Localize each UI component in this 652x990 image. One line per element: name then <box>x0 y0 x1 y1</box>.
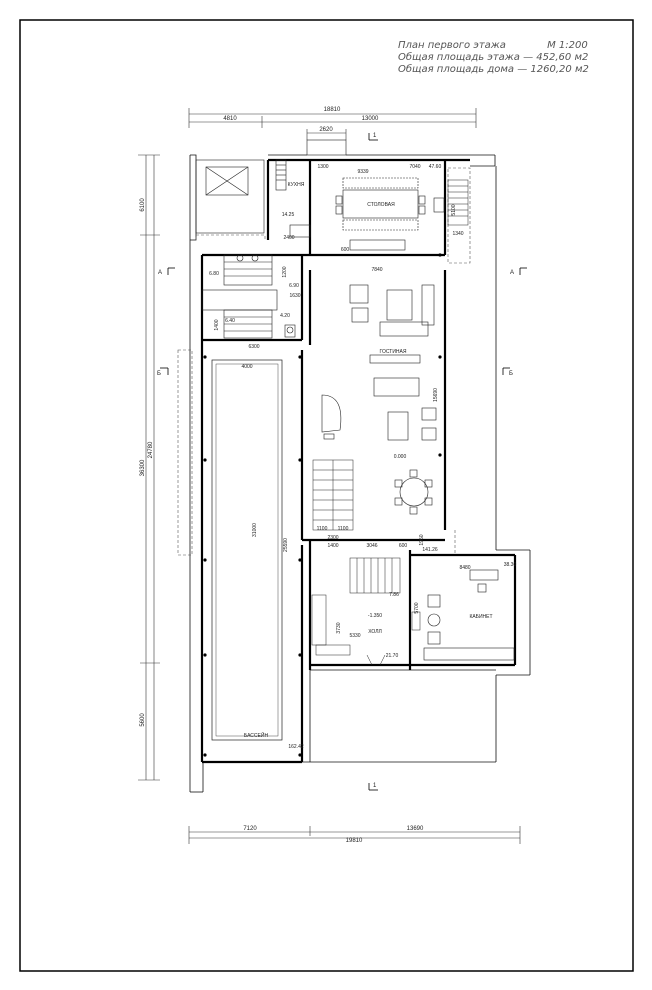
section-label-b-left: Б <box>157 371 161 377</box>
room-dining-label: СТОЛОВАЯ <box>367 202 395 208</box>
dim-7840: 7840 <box>371 267 382 273</box>
dim-4000: 4000 <box>241 364 252 370</box>
dim-bottom-left: 7120 <box>243 826 257 832</box>
pool <box>211 359 283 741</box>
dim-bottom-right: 13690 <box>407 826 424 832</box>
area-4-20: 4.20 <box>280 313 290 319</box>
area-141-26: 141.26 <box>422 547 438 553</box>
building-outline <box>189 154 531 793</box>
room-study-label: КАБИНЕТ <box>469 614 492 620</box>
dim-5330: 5330 <box>349 633 360 639</box>
dim-7040: 7040 <box>409 164 420 170</box>
terrace-top <box>195 159 265 234</box>
dim-3730: 3730 <box>336 622 342 633</box>
dim-1400-left: 1400 <box>214 319 220 330</box>
dim-1950: 1950 <box>419 534 425 545</box>
room-study-area: 38.30 <box>504 562 517 568</box>
room-dining-area: 47.60 <box>429 164 442 170</box>
dining-stair <box>447 179 469 226</box>
section-mark-1-top <box>368 133 378 141</box>
dim-left-main: 24780 <box>148 441 154 458</box>
hall-level-label: -1.350 <box>368 613 382 619</box>
room-hall-area: 21.70 <box>386 653 399 659</box>
dim-600-hall: 600 <box>399 543 408 549</box>
dim-1300: 1300 <box>317 164 328 170</box>
dim-left-total: 36300 <box>140 459 146 476</box>
area-6-40: 6.40 <box>225 318 235 324</box>
area-6-80: 6.80 <box>209 271 219 277</box>
dim-6300: 6300 <box>248 344 259 350</box>
dim-15690: 15690 <box>433 388 439 402</box>
room-pool-area: 162.42 <box>288 744 304 750</box>
dim-1400-stair: 1400 <box>327 543 338 549</box>
left-dimensions <box>138 154 160 781</box>
dashed-outlines <box>177 167 471 556</box>
room-hall-label: ХОЛЛ <box>368 629 382 635</box>
section-label-a-left: А <box>158 270 162 276</box>
kitchen-fixtures <box>275 139 347 238</box>
dim-2400: 2400 <box>283 235 294 241</box>
section-label-1-top: 1 <box>373 133 377 139</box>
top-dimensions <box>188 108 477 140</box>
dim-1630: 1630 <box>289 293 300 299</box>
service-rooms <box>201 254 296 339</box>
room-kitchen-area: 14.25 <box>282 212 295 218</box>
area-6-90: 6.90 <box>289 283 299 289</box>
dim-top-entrance: 2620 <box>319 127 333 133</box>
dim-bottom-total: 19810 <box>346 838 363 844</box>
sheet-frame <box>19 19 634 972</box>
dim-3046: 3046 <box>366 543 377 549</box>
walls <box>200 158 517 764</box>
section-marks-ab <box>160 267 527 375</box>
section-label-1-bottom: 1 <box>373 783 377 789</box>
title-plan: План первого этажа М 1:200 <box>398 40 588 51</box>
room-kitchen-label: КУХНЯ <box>288 182 305 188</box>
room-pool-label: БАССЕЙН <box>244 731 269 739</box>
bottom-dimensions <box>188 826 521 844</box>
dim-5700: 5700 <box>414 602 420 613</box>
columns <box>203 253 442 757</box>
dining-table <box>335 177 445 251</box>
central-stair <box>312 459 354 531</box>
dim-left-bottom: 5600 <box>140 713 146 727</box>
section-mark-1-bottom <box>368 783 378 791</box>
dim-1200: 1200 <box>282 266 288 277</box>
dim-top-left: 4810 <box>223 116 237 122</box>
scale-label: М 1:200 <box>547 40 588 51</box>
section-label-b-right: Б <box>509 371 513 377</box>
section-label-a-right: А <box>510 270 514 276</box>
area-7-86: 7.86 <box>389 592 399 598</box>
dim-9339: 9339 <box>357 169 368 175</box>
study-furniture <box>423 569 515 661</box>
living-furniture <box>321 284 437 515</box>
level-zero-label: 0.000 <box>394 454 407 460</box>
dim-1100-a: 1100 <box>317 526 328 532</box>
house-area-label: Общая площадь дома — 1260,20 м2 <box>398 64 589 75</box>
plan-title: План первого этажа <box>398 40 506 51</box>
floor-area-label: Общая площадь этажа — 452,60 м2 <box>398 52 589 63</box>
dim-1100-b: 1100 <box>338 526 349 532</box>
dim-8480: 8480 <box>459 565 470 571</box>
hall-stair <box>311 557 421 666</box>
dim-left-top: 6100 <box>140 198 146 212</box>
dim-1340: 1340 <box>452 231 463 237</box>
dim-25590: 25590 <box>283 538 289 552</box>
dim-31000: 31000 <box>252 523 258 537</box>
dim-2300: 2300 <box>327 535 338 541</box>
dim-top-right: 13000 <box>362 116 379 122</box>
dim-600-dining: 600 <box>341 247 350 253</box>
dim-top-total: 18810 <box>324 107 341 113</box>
room-living-label: ГОСТИНАЯ <box>380 349 407 355</box>
